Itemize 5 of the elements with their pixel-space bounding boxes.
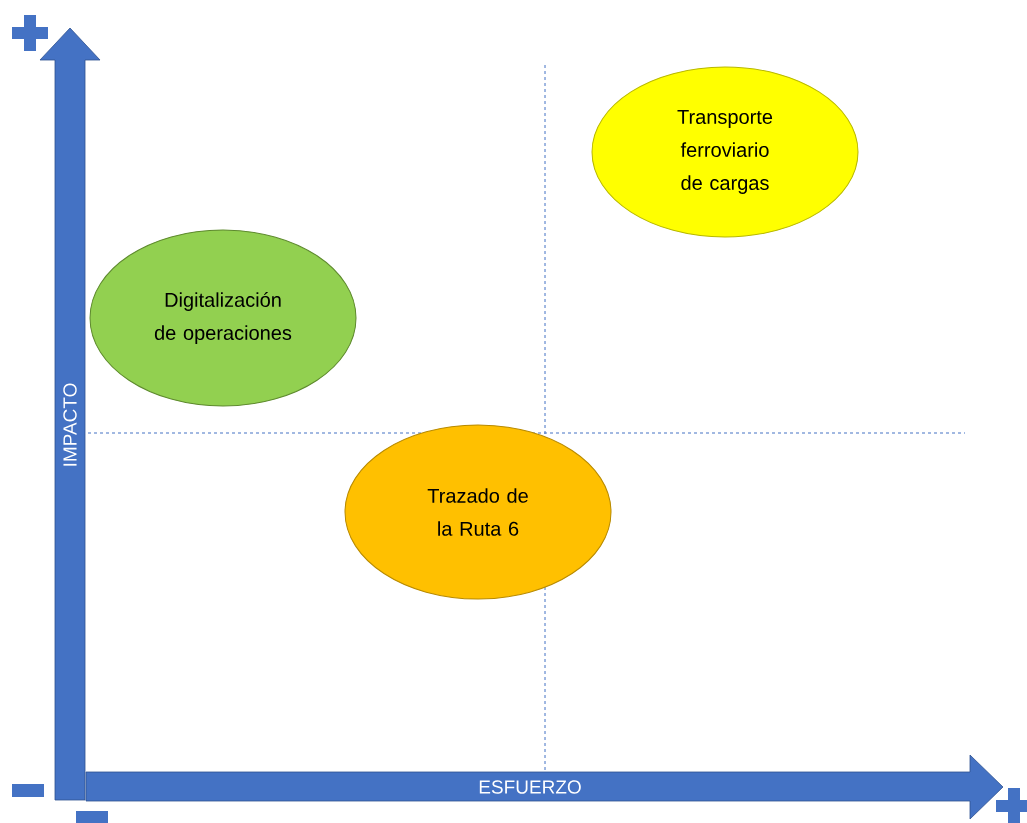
- ellipse-node: Digitalización de operaciones: [89, 229, 357, 407]
- axis-label: ESFUERZO: [479, 780, 581, 794]
- axis-label: IMPACTO: [63, 383, 77, 466]
- ellipse-node: Trazado de la Ruta 6: [344, 424, 612, 600]
- ellipse-node: Transporte ferroviario de cargas: [591, 66, 859, 238]
